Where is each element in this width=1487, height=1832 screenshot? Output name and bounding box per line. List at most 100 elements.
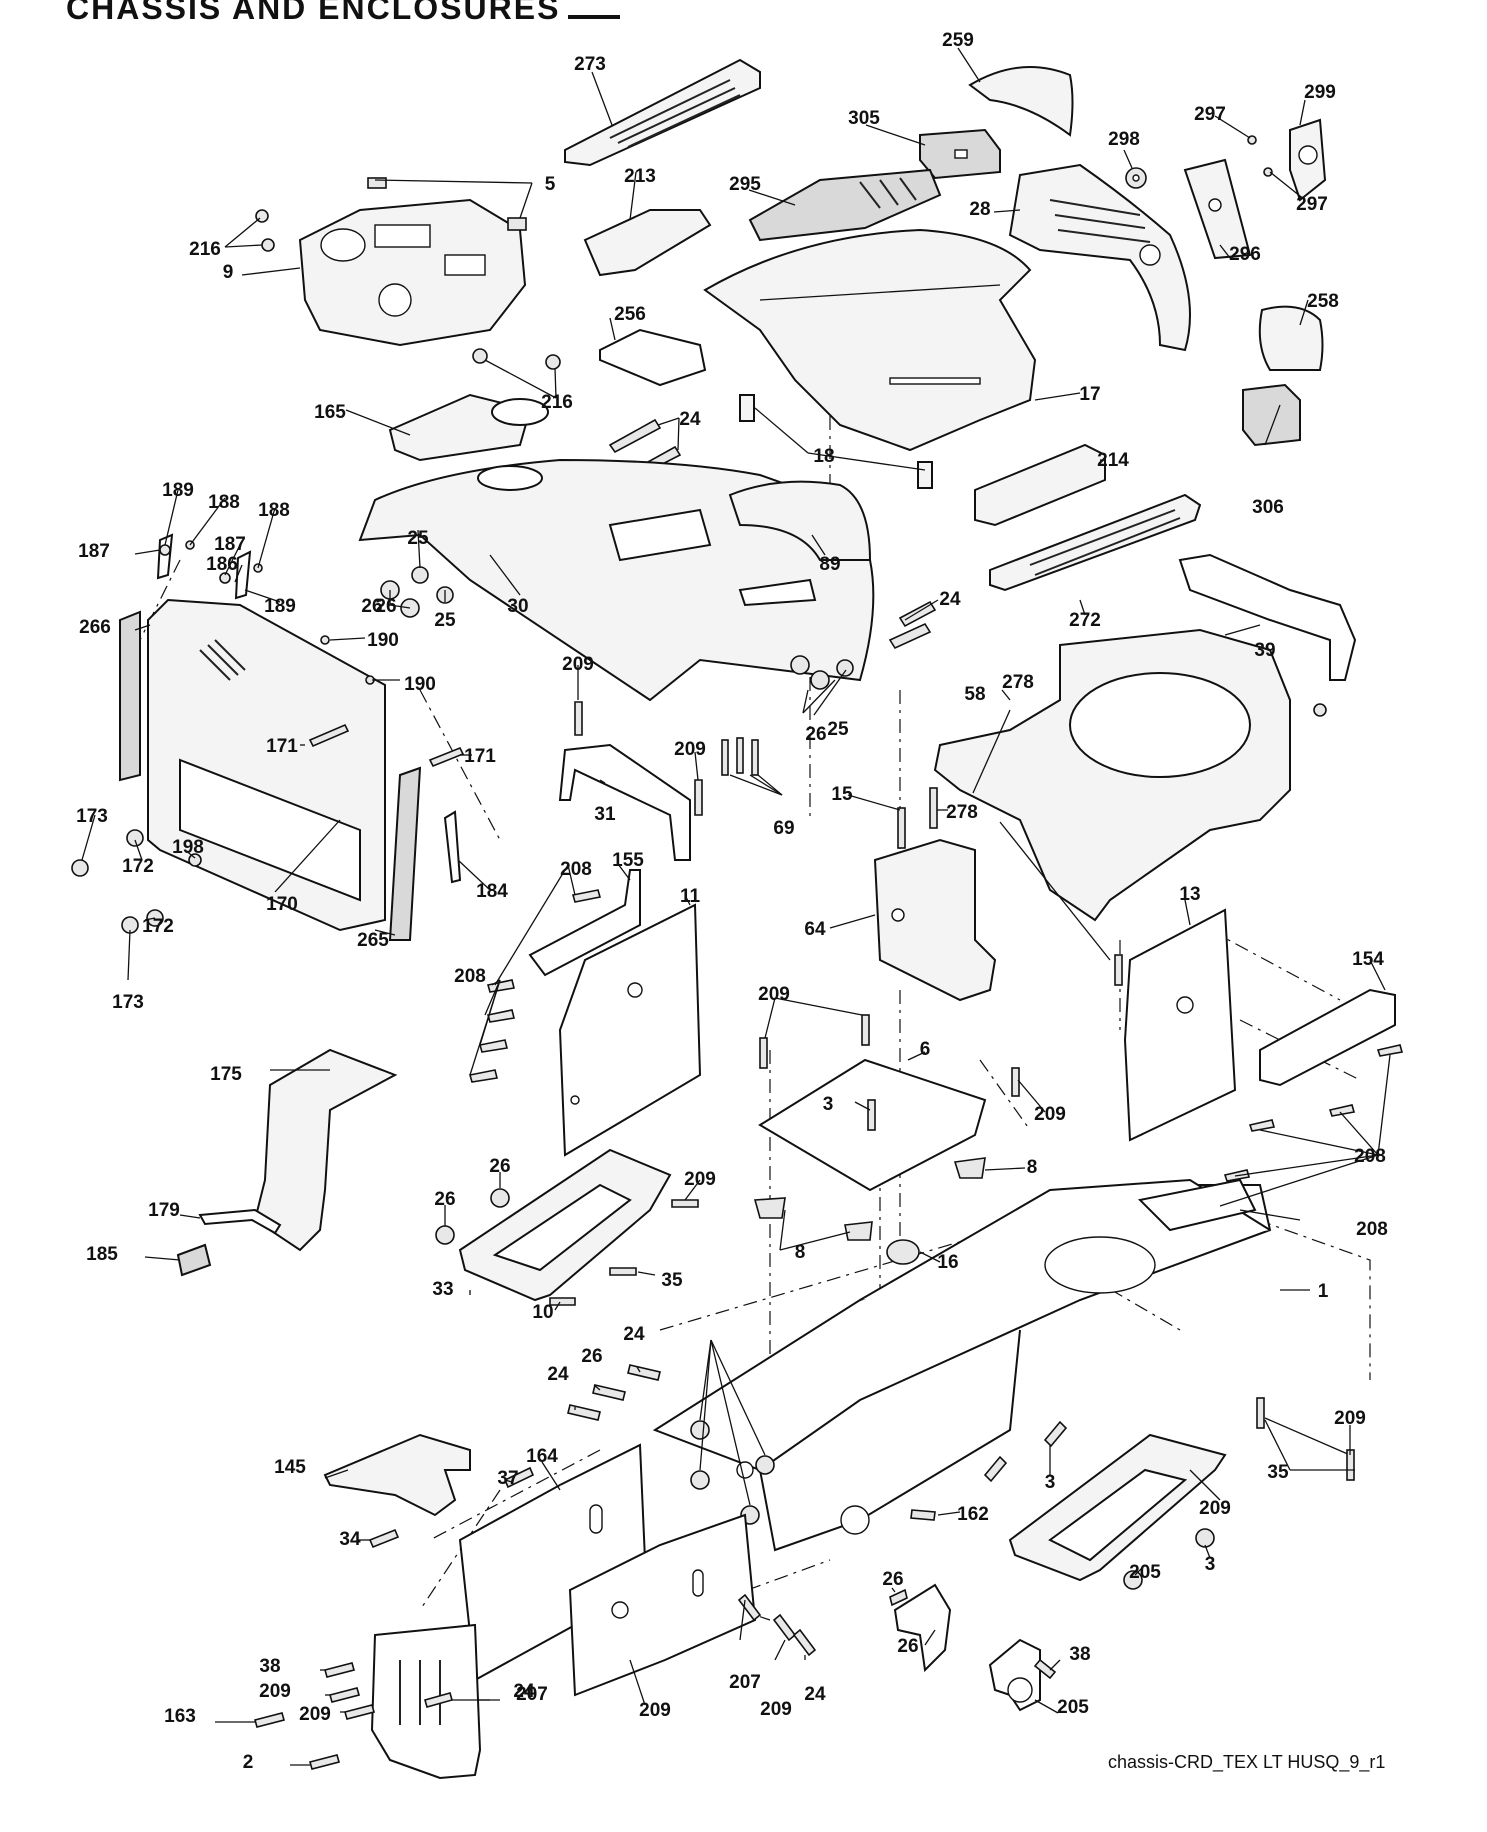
callout-209: 209	[758, 984, 790, 1005]
part-25-washer-a	[411, 566, 429, 584]
callout-208: 208	[1356, 1219, 1388, 1240]
callout-213: 213	[624, 166, 656, 187]
part-213-plate	[583, 209, 712, 277]
part-175-foot-shield	[253, 1048, 398, 1252]
part-165-tray	[388, 393, 549, 462]
callout-165: 165	[314, 402, 346, 423]
callout-89: 89	[819, 554, 840, 575]
callout-298: 298	[1108, 129, 1140, 150]
part-208-screw-a	[571, 889, 602, 903]
callout-18: 18	[813, 446, 834, 467]
callout-187: 187	[214, 534, 246, 555]
part-278-bolt-b	[1114, 954, 1123, 986]
callout-214: 214	[1097, 450, 1129, 471]
part-9-dash-console	[298, 198, 527, 347]
callout-190: 190	[367, 630, 399, 651]
part-298-washer	[1125, 167, 1147, 189]
part-24-bolt-f	[592, 1384, 626, 1401]
callout-163: 163	[164, 1706, 196, 1727]
part-179-rod	[198, 1208, 282, 1235]
part-26-nut-l	[1123, 1570, 1143, 1590]
part-3-screw-a	[867, 1099, 876, 1131]
part-5-clip-a	[367, 177, 387, 189]
part-189-latch-b	[234, 550, 252, 600]
part-39-bracket	[1178, 553, 1357, 681]
part-155-bracket	[528, 869, 641, 977]
part-171-bolt-b	[428, 746, 465, 768]
part-185-pedal	[176, 1243, 212, 1277]
part-89-fender-front	[728, 480, 872, 561]
part-190-screw-a	[320, 635, 330, 645]
part-58-fender-base	[933, 628, 1291, 922]
part-184-spring	[443, 810, 462, 884]
callout-26: 26	[434, 1189, 455, 1210]
part-162-plate	[458, 1443, 647, 1682]
part-5-clip-b	[507, 217, 527, 231]
callout-198: 198	[172, 837, 204, 858]
part-205-screw-a	[889, 1588, 908, 1607]
part-205-screw-b	[1033, 1658, 1057, 1680]
part-209-screw-d	[861, 1014, 870, 1046]
callout-189: 189	[264, 596, 296, 617]
callout-299: 299	[1304, 82, 1336, 103]
part-8-clip-a	[753, 1197, 786, 1219]
callout-24: 24	[547, 1364, 569, 1385]
page-title: CHASSIS AND ENCLOSURES	[66, 0, 621, 27]
part-26-nut-f	[435, 1225, 455, 1245]
callout-188: 188	[258, 500, 290, 521]
callout-179: 179	[148, 1200, 180, 1221]
part-295-vent	[748, 168, 942, 242]
part-189-latch-a	[156, 533, 174, 580]
callout-25: 25	[434, 610, 456, 631]
part-31-bracket	[558, 743, 691, 861]
part-305-cover	[919, 128, 1001, 180]
part-209-screw-a	[574, 701, 583, 736]
callout-266: 266	[79, 617, 111, 638]
part-297-screw-b	[1263, 167, 1273, 177]
part-171-bolt-a	[308, 723, 350, 748]
callout-6: 6	[920, 1039, 931, 1060]
callout-207: 207	[729, 1672, 761, 1693]
callout-26: 26	[489, 1156, 510, 1177]
callout-184: 184	[476, 881, 508, 902]
part-26-nut-i	[755, 1455, 775, 1475]
part-209-screw-e	[1011, 1067, 1020, 1097]
part-3-screw-c	[368, 1528, 400, 1549]
callout-171: 171	[266, 736, 298, 757]
callout-216: 216	[541, 392, 573, 413]
part-25-washer-c	[836, 659, 854, 677]
callout-185: 185	[86, 1244, 118, 1265]
part-187-pin-b	[219, 572, 231, 584]
part-35-bolt-a	[609, 1267, 637, 1276]
callout-34: 34	[339, 1529, 361, 1550]
callout-30: 30	[507, 596, 528, 617]
part-208-screw-d	[478, 1039, 508, 1053]
callout-38: 38	[259, 1656, 280, 1677]
callout-13: 13	[1179, 884, 1200, 905]
callout-272: 272	[1069, 610, 1101, 631]
part-209-screw-f	[671, 1199, 699, 1208]
part-207-screw-b	[344, 1704, 375, 1720]
callout-17: 17	[1079, 384, 1100, 405]
callout-37: 37	[497, 1468, 518, 1489]
callout-278: 278	[946, 802, 978, 823]
callout-25: 25	[827, 719, 849, 740]
callout-175: 175	[210, 1064, 242, 1085]
part-64-battery-tray	[873, 838, 997, 1002]
drawing-identifier: chassis-CRD_TEX LT HUSQ_9_r1	[1108, 1752, 1386, 1772]
callout-209: 209	[1199, 1498, 1231, 1519]
part-24-bolt-h	[792, 1628, 817, 1657]
part-24-bolt-e	[627, 1364, 661, 1381]
part-24-bolt-c	[898, 600, 937, 628]
part-15-bolt	[897, 807, 906, 849]
part-198-bushing	[188, 853, 202, 867]
callout-162: 162	[957, 1504, 989, 1525]
part-37-bolt-a	[1256, 1397, 1265, 1429]
callout-58: 58	[964, 684, 985, 705]
page-title-text: CHASSIS AND ENCLOSURES	[66, 0, 561, 26]
part-306-lens	[1242, 383, 1301, 447]
part-28-shroud	[1008, 163, 1191, 352]
part-26-nut-k	[1195, 1528, 1215, 1548]
callout-8: 8	[1027, 1157, 1038, 1178]
